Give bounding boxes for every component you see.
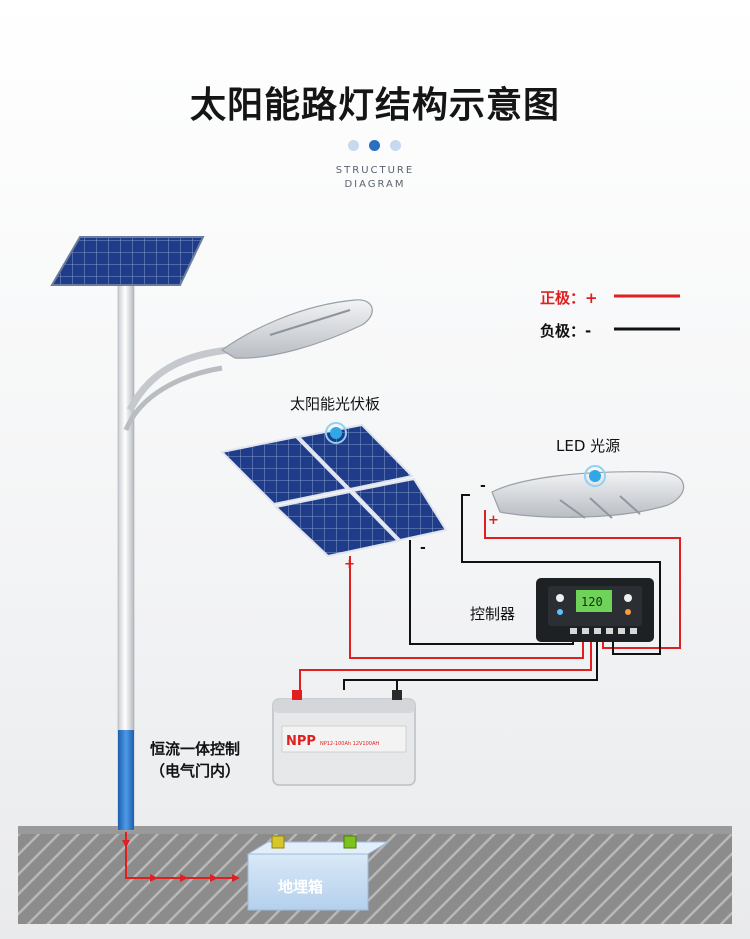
label-ground-box: 地埋箱 bbox=[278, 878, 324, 896]
legend-negative-label: 负极： bbox=[540, 322, 586, 340]
label-controller: 控制器 bbox=[470, 605, 516, 623]
label-solar-panel: 太阳能光伏板 bbox=[290, 395, 381, 413]
label-led: LED 光源 bbox=[556, 437, 621, 455]
led-positive-sign: + bbox=[488, 513, 499, 528]
led-light-source bbox=[491, 465, 685, 519]
panel-positive-sign: + bbox=[344, 557, 355, 572]
flow-arrows bbox=[122, 840, 240, 882]
dot-center bbox=[369, 140, 380, 151]
label-integrated-control-note: （电气门内） bbox=[150, 762, 241, 780]
negative-wires bbox=[343, 494, 661, 690]
positive-wires bbox=[125, 510, 681, 879]
dot-right bbox=[390, 140, 401, 151]
underground-box bbox=[246, 835, 390, 911]
battery-model: NP12-100Ah 12V100AH bbox=[320, 741, 379, 747]
pole-solar-panel bbox=[50, 236, 205, 286]
street-lamp-pole bbox=[117, 272, 229, 831]
page-title: 太阳能路灯结构示意图 bbox=[189, 85, 560, 126]
legend-positive-label: 正极： bbox=[540, 289, 586, 307]
legend-positive: 正极：+ bbox=[540, 287, 598, 308]
dot-left bbox=[348, 140, 359, 151]
legend-positive-symbol: + bbox=[585, 289, 598, 307]
legend-negative: 负极：- bbox=[540, 320, 591, 341]
led-negative-sign: - bbox=[480, 478, 486, 494]
subtitle-structure: STRUCTURE bbox=[335, 165, 415, 176]
charge-controller bbox=[536, 578, 654, 642]
controller-display: 120 bbox=[581, 595, 603, 609]
battery bbox=[272, 690, 416, 786]
subtitle-diagram: DIAGRAM bbox=[344, 179, 406, 190]
pole-lamp-head bbox=[220, 299, 373, 359]
battery-brand: NPP bbox=[286, 734, 316, 749]
label-integrated-control: 恒流一体控制 bbox=[150, 740, 241, 758]
panel-negative-sign: - bbox=[420, 540, 426, 556]
title-dots bbox=[348, 140, 408, 152]
legend-negative-symbol: - bbox=[585, 322, 592, 340]
solar-pv-panel bbox=[219, 422, 448, 558]
